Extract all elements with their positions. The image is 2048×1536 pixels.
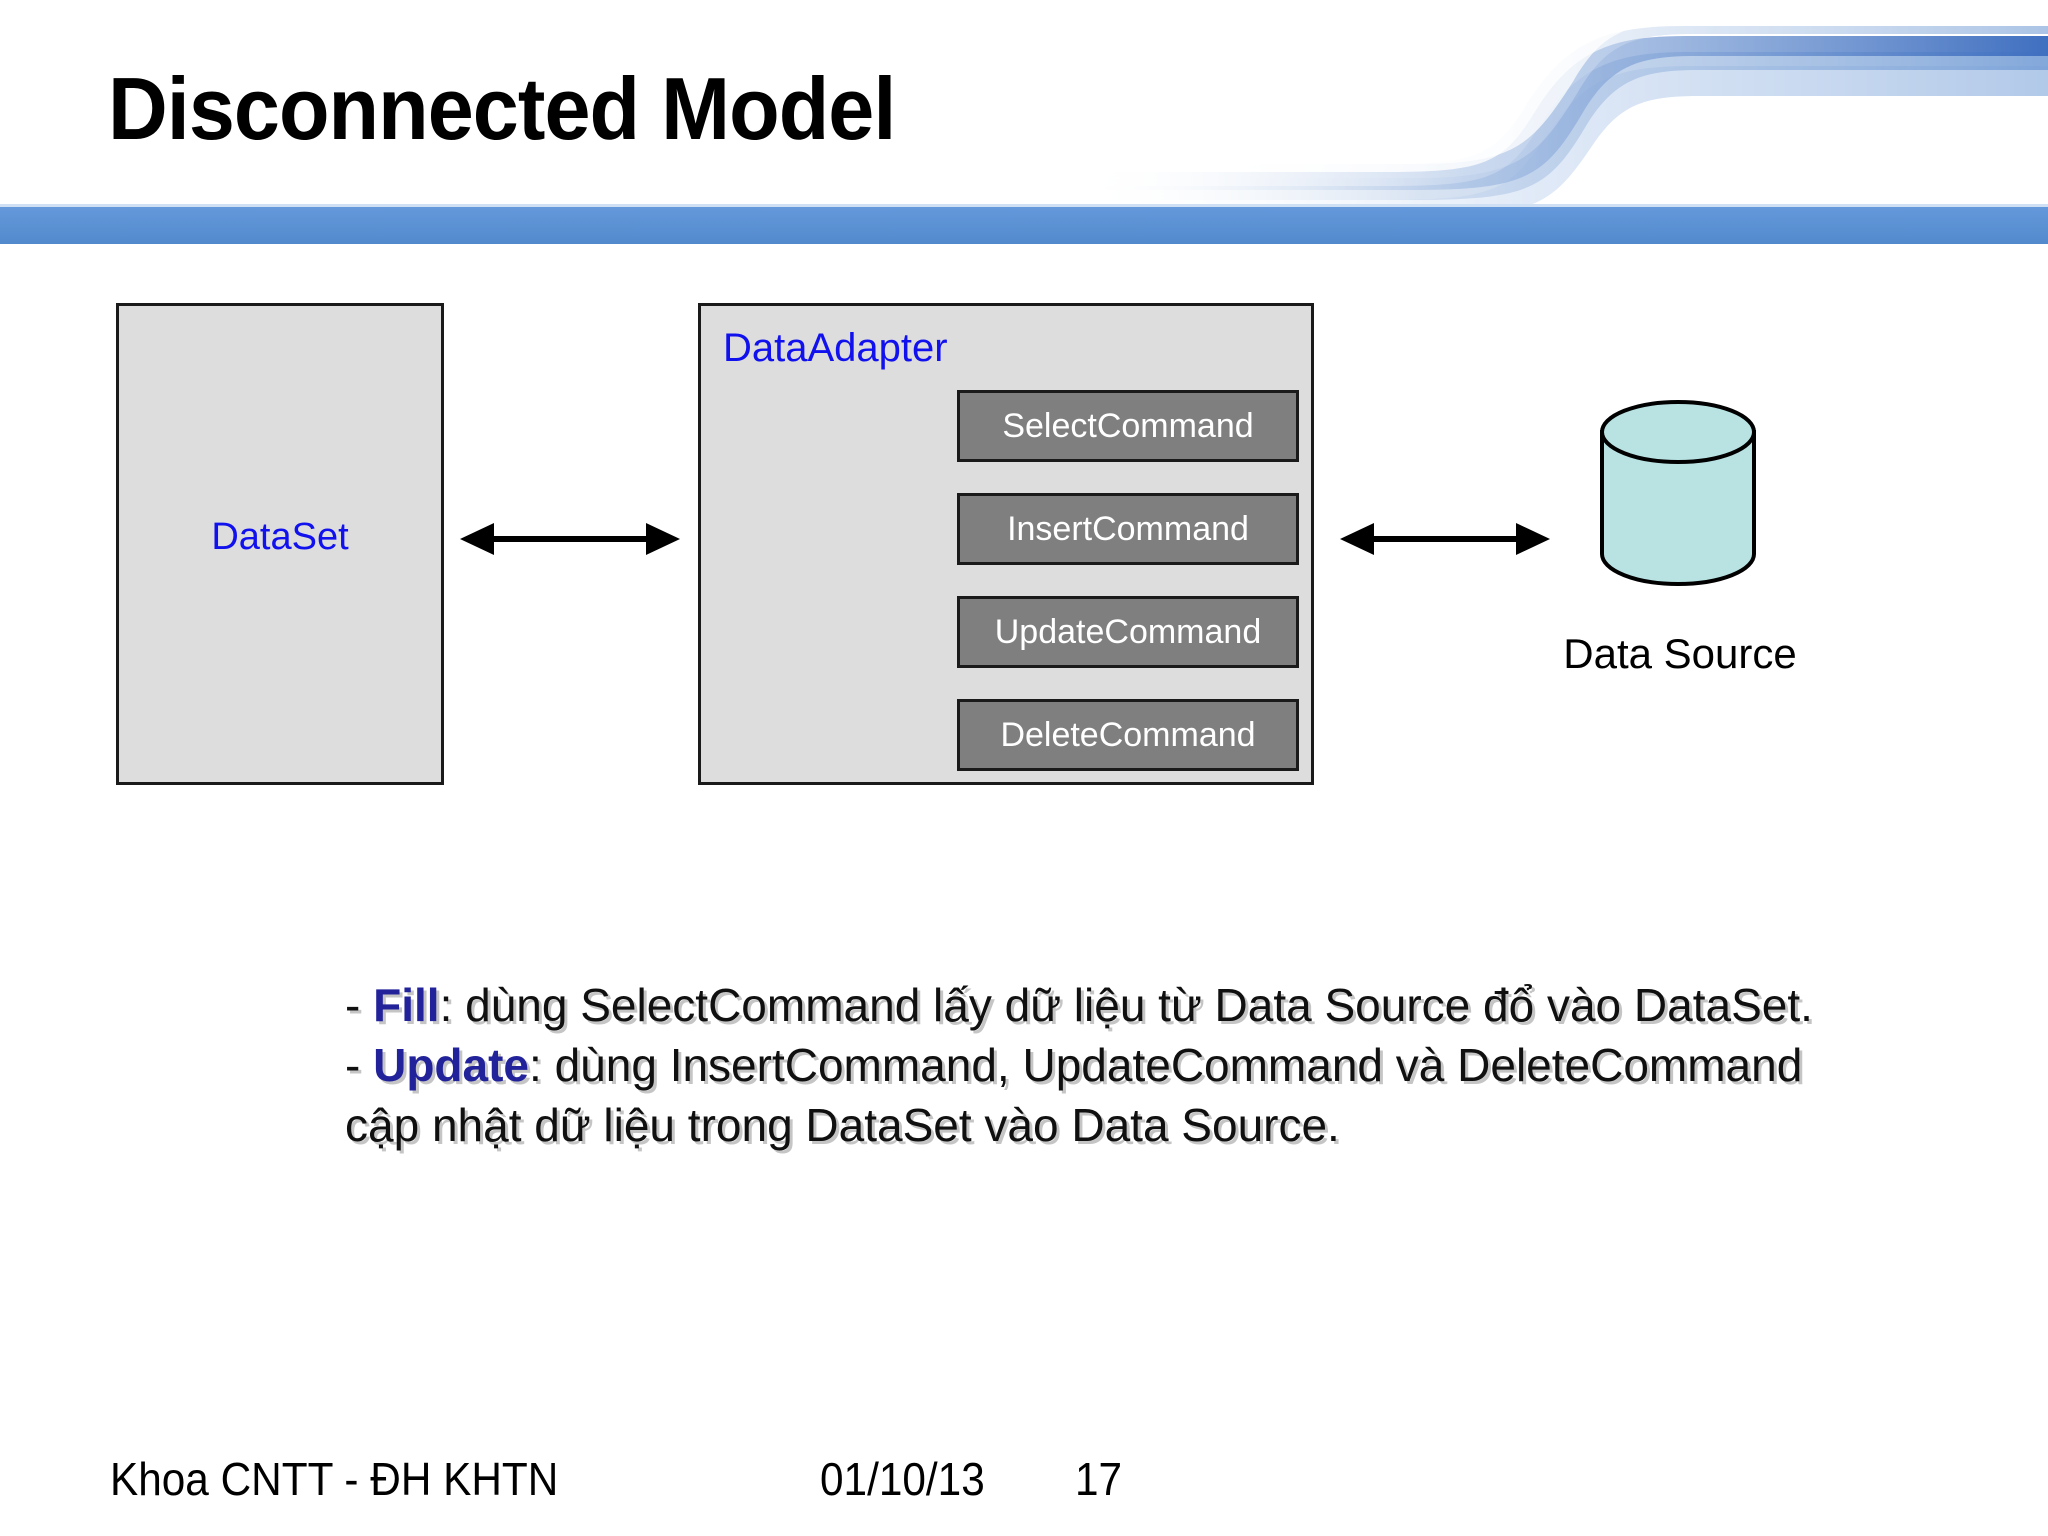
swoosh-decoration (1080, 16, 2048, 210)
delete-command-box: DeleteCommand (957, 699, 1299, 771)
arrow-dataset-to-adapter (460, 523, 680, 555)
dataadapter-label: DataAdapter (723, 326, 948, 370)
dataadapter-box: DataAdapter SelectCommand InsertCommand … (698, 303, 1314, 785)
update-rest: : dùng InsertCommand, UpdateCommand và D… (345, 1039, 1803, 1151)
footer-page-number: 17 (1075, 1453, 1123, 1505)
page-title: Disconnected Model (108, 59, 896, 158)
update-prefix: - (345, 1039, 374, 1091)
data-source-cylinder-icon (1600, 400, 1756, 586)
body-text: - Fill: dùng SelectCommand lấy dữ liệu t… (345, 975, 1825, 1155)
update-keyword: Update (373, 1039, 530, 1091)
paragraph-fill: - Fill: dùng SelectCommand lấy dữ liệu t… (345, 975, 1825, 1035)
title-accent-bar-highlight (0, 204, 2048, 207)
paragraph-update: - Update: dùng InsertCommand, UpdateComm… (345, 1035, 1825, 1155)
footer-date: 01/10/13 (820, 1453, 985, 1505)
arrow-adapter-to-datasource (1340, 523, 1550, 555)
insert-command-box: InsertCommand (957, 493, 1299, 565)
update-command-box: UpdateCommand (957, 596, 1299, 668)
fill-prefix: - (345, 979, 374, 1031)
fill-keyword: Fill (373, 979, 440, 1031)
title-accent-bar (0, 204, 2048, 244)
select-command-box: SelectCommand (957, 390, 1299, 462)
dataset-box: DataSet (116, 303, 444, 785)
slide-footer: Khoa CNTT - ĐH KHTN 01/10/13 17 (0, 1452, 2048, 1522)
data-source-label: Data Source (1563, 630, 1797, 677)
footer-organization: Khoa CNTT - ĐH KHTN (110, 1453, 559, 1505)
dataset-label: DataSet (211, 516, 349, 558)
fill-rest: : dùng SelectCommand lấy dữ liệu từ Data… (439, 979, 1813, 1031)
